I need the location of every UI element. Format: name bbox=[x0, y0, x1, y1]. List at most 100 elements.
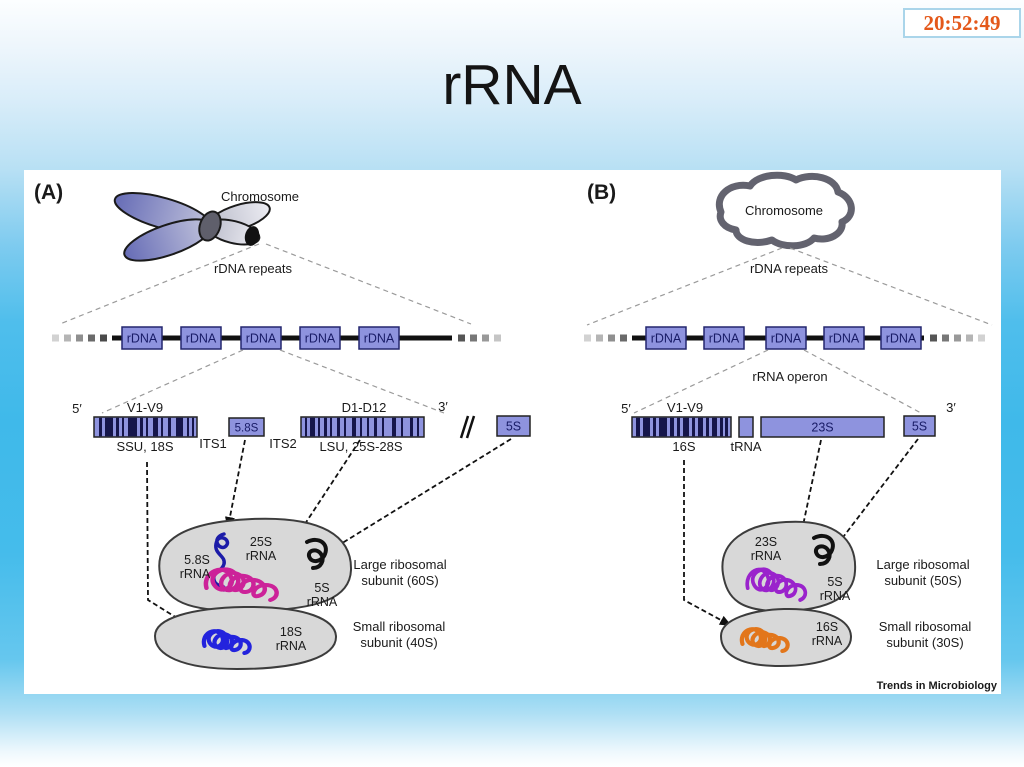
rrna-5s-label-a: 5S bbox=[314, 581, 329, 595]
svg-text:rRNA: rRNA bbox=[276, 639, 307, 653]
svg-text:5S: 5S bbox=[506, 420, 521, 434]
dashed-arrow bbox=[225, 439, 246, 529]
svg-text:rRNA: rRNA bbox=[751, 549, 782, 563]
lsu-gene-box bbox=[300, 416, 425, 438]
rdna-box: rDNA bbox=[880, 326, 922, 350]
trna-gene-box bbox=[738, 416, 754, 438]
rdna-box: rDNA bbox=[180, 326, 222, 350]
svg-text:rRNA: rRNA bbox=[180, 567, 211, 581]
svg-text:5.8S: 5.8S bbox=[235, 423, 259, 435]
gene-box-5-8s: 5.8S bbox=[228, 417, 265, 437]
gene-box-23s: 23S bbox=[760, 416, 885, 438]
rdna-box: rDNA bbox=[299, 326, 341, 350]
rrna-25s-squiggle bbox=[203, 567, 279, 602]
svg-text:rDNA: rDNA bbox=[771, 332, 802, 346]
five-prime-label: 5′ bbox=[72, 401, 82, 416]
v-region-label-b: V1-V9 bbox=[667, 400, 703, 415]
panel-a-rdna-repeats-label: rDNA repeats bbox=[214, 261, 293, 276]
rdna-box: rDNA bbox=[703, 326, 745, 350]
panel-b-chromosome-label: Chromosome bbox=[745, 203, 823, 218]
journal-credit: Trends in Microbiology bbox=[877, 680, 998, 692]
dashed-guide-line bbox=[265, 243, 472, 325]
clock-time: 20:52:49 bbox=[923, 10, 1001, 35]
panel-b-rdna-repeats-label: rDNA repeats bbox=[750, 261, 829, 276]
rrna-diagram: (A) Chromosome rDNA repeats rDNA rDNA rD… bbox=[34, 171, 1006, 692]
ssu-label: SSU, 18S bbox=[116, 439, 173, 454]
gene-box-5s-a: 5S bbox=[496, 415, 531, 437]
rdna-box: rDNA bbox=[823, 326, 865, 350]
svg-text:rDNA: rDNA bbox=[305, 332, 336, 346]
svg-text:rRNA: rRNA bbox=[820, 589, 851, 603]
svg-text:rDNA: rDNA bbox=[651, 332, 682, 346]
svg-text:rDNA: rDNA bbox=[127, 332, 158, 346]
dashed-guide-line bbox=[279, 349, 445, 414]
rrna-5s-squiggle-b bbox=[812, 533, 835, 566]
rdna-box: rDNA bbox=[645, 326, 687, 350]
chromosome-x-icon bbox=[113, 192, 271, 262]
sequence-break-mark bbox=[459, 415, 476, 439]
svg-text:rDNA: rDNA bbox=[829, 332, 860, 346]
chromosome-circular-icon bbox=[715, 171, 855, 250]
rrna-18s-squiggle bbox=[201, 629, 252, 655]
small-ribosomal-subunit-b bbox=[719, 607, 853, 668]
gene-box-16s bbox=[631, 416, 732, 438]
svg-text:23S: 23S bbox=[811, 421, 833, 435]
d-region-label: D1-D12 bbox=[342, 400, 387, 415]
dashed-guide-line bbox=[586, 247, 783, 326]
dashed-guide-line bbox=[633, 349, 769, 414]
rdna-box: rDNA bbox=[240, 326, 282, 350]
svg-text:rDNA: rDNA bbox=[186, 332, 217, 346]
svg-text:rRNA: rRNA bbox=[246, 549, 277, 563]
large-subunit-label-b: Large ribosomal bbox=[876, 557, 969, 572]
rrna-25s-label: 25S bbox=[250, 535, 272, 549]
svg-text:rRNA: rRNA bbox=[812, 634, 843, 648]
small-ribosomal-subunit-a bbox=[153, 605, 338, 671]
small-subunit-label-b: Small ribosomal bbox=[879, 619, 972, 634]
panel-b-label: (B) bbox=[587, 181, 616, 204]
rrna-18s-label: 18S bbox=[280, 625, 302, 639]
rrna-23s-squiggle bbox=[745, 567, 808, 602]
dashed-arrow bbox=[683, 460, 732, 626]
dashed-guide-line bbox=[101, 349, 244, 414]
panel-a-chromosome-label: Chromosome bbox=[221, 189, 299, 204]
rrna-5-8s-label: 5.8S bbox=[184, 553, 210, 567]
dashed-guide-line bbox=[803, 349, 922, 414]
svg-text:rDNA: rDNA bbox=[886, 332, 917, 346]
rrna-16s-squiggle bbox=[739, 627, 790, 653]
gene-box-5s-b: 5S bbox=[903, 415, 936, 437]
ssu-gene-box bbox=[93, 416, 198, 438]
svg-text:rDNA: rDNA bbox=[709, 332, 740, 346]
three-prime-label: 3′ bbox=[438, 399, 448, 414]
trna-label: tRNA bbox=[730, 439, 761, 454]
slide-title: rRNA bbox=[442, 53, 582, 117]
dashed-guide-line bbox=[789, 247, 993, 326]
rrna-operon-label: rRNA operon bbox=[752, 369, 827, 384]
dashed-arrow bbox=[832, 438, 919, 551]
svg-text:subunit (40S): subunit (40S) bbox=[360, 635, 437, 650]
rdna-box: rDNA bbox=[358, 326, 400, 350]
large-subunit-label-a: Large ribosomal bbox=[353, 557, 446, 572]
its1-label: ITS1 bbox=[199, 436, 226, 451]
svg-text:subunit (30S): subunit (30S) bbox=[886, 635, 963, 650]
figure-panel: (A) Chromosome rDNA repeats rDNA rDNA rD… bbox=[24, 170, 1006, 694]
svg-text:5S: 5S bbox=[912, 420, 927, 434]
rdna-box: rDNA bbox=[121, 326, 163, 350]
five-prime-label-b: 5′ bbox=[621, 401, 631, 416]
svg-text:subunit (60S): subunit (60S) bbox=[361, 573, 438, 588]
rrna-23s-label: 23S bbox=[755, 535, 777, 549]
dashed-arrow bbox=[329, 438, 512, 552]
v-region-label: V1-V9 bbox=[127, 400, 163, 415]
rdna-box: rDNA bbox=[765, 326, 807, 350]
svg-text:rDNA: rDNA bbox=[246, 332, 277, 346]
clock-badge: 20:52:49 bbox=[903, 8, 1021, 38]
svg-text:rDNA: rDNA bbox=[364, 332, 395, 346]
lsu-label: LSU, 25S-28S bbox=[319, 439, 402, 454]
panel-a-label: (A) bbox=[34, 181, 63, 204]
small-subunit-label-a: Small ribosomal bbox=[353, 619, 446, 634]
svg-text:rRNA: rRNA bbox=[307, 595, 338, 609]
its2-label: ITS2 bbox=[269, 436, 296, 451]
rrna-5s-squiggle-a bbox=[305, 537, 328, 570]
rrna-5s-label-b: 5S bbox=[827, 575, 842, 589]
svg-text:subunit (50S): subunit (50S) bbox=[884, 573, 961, 588]
